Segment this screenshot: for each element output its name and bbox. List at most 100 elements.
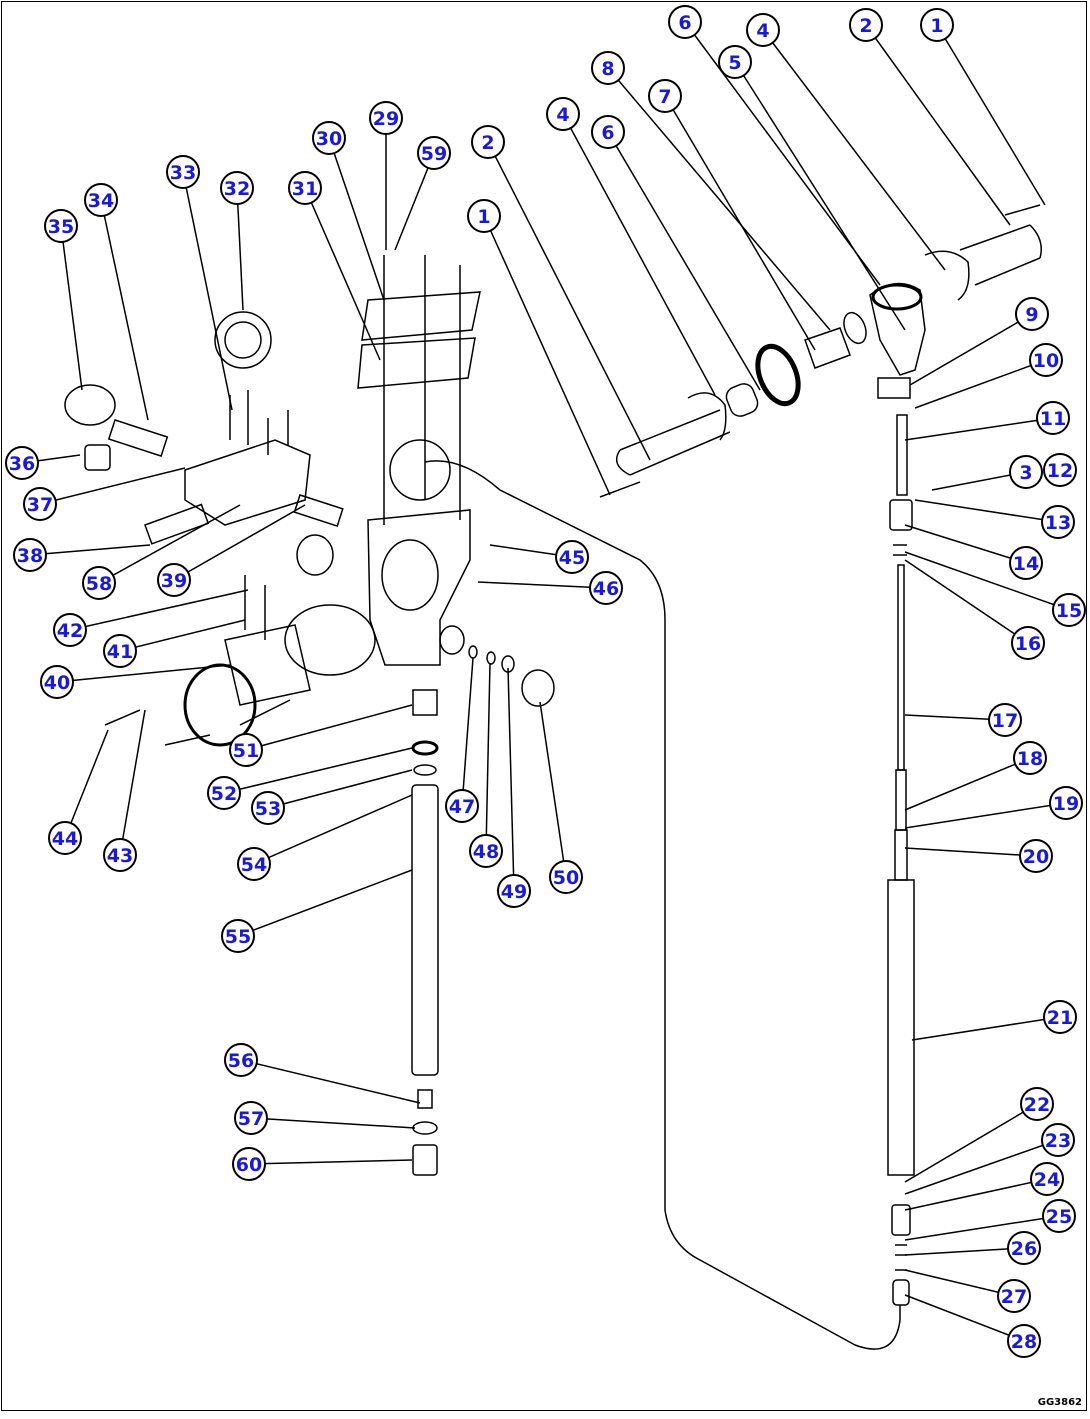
screws-43-44 — [104, 709, 211, 746]
leader-line-15 — [904, 551, 1070, 611]
callout-label-10: 10 — [1033, 350, 1059, 372]
callout-label-44: 44 — [52, 828, 78, 850]
callout-20: 20 — [1019, 839, 1053, 873]
callout-circle-21 — [1043, 1000, 1077, 1034]
leader-line-54 — [253, 794, 413, 865]
leader-line-9 — [909, 313, 1033, 386]
callout-circle-22 — [1020, 1087, 1054, 1121]
callout-label-42: 42 — [57, 620, 83, 642]
callout-label-25: 25 — [1046, 1206, 1072, 1228]
leader-line-32 — [236, 187, 244, 311]
pump-body — [224, 624, 311, 706]
leader-line-53 — [267, 769, 413, 809]
callout-label-48: 48 — [473, 841, 499, 863]
leader-line-31 — [304, 187, 381, 361]
callout-label-24: 24 — [1034, 1169, 1060, 1191]
callout-circle-54 — [237, 847, 271, 881]
callout-label-23: 23 — [1045, 1130, 1071, 1152]
callout-circle-47 — [445, 789, 479, 823]
callout-label-4: 4 — [556, 104, 569, 126]
callout-21: 21 — [1043, 1000, 1077, 1034]
callout-circle-24 — [1030, 1162, 1064, 1196]
leader-line-55 — [237, 869, 413, 937]
callout-circle-6 — [591, 115, 625, 149]
end-cap-28 — [892, 1279, 910, 1306]
callout-label-2: 2 — [481, 132, 494, 154]
callout-circle-38 — [13, 538, 47, 572]
callout-38: 38 — [13, 538, 47, 572]
bolt-left — [599, 481, 641, 498]
callout-label-8: 8 — [601, 58, 614, 80]
seal-52 — [411, 740, 439, 756]
callout-label-6: 6 — [678, 12, 691, 34]
callout-circle-1 — [467, 199, 501, 233]
callout-19: 19 — [1049, 786, 1083, 820]
callout-circle-7 — [648, 79, 682, 113]
leader-line-49 — [507, 667, 515, 892]
callout-circle-43 — [103, 838, 137, 872]
leader-line-51 — [245, 704, 413, 751]
callout-circle-12 — [1043, 453, 1077, 487]
callout-circle-4 — [546, 97, 580, 131]
callout-circle-4 — [746, 13, 780, 47]
callout-circle-41 — [103, 634, 137, 668]
callout-label-55: 55 — [225, 926, 251, 948]
cylinder-tube-left — [615, 409, 731, 476]
housing-port — [389, 439, 451, 501]
clevis — [877, 377, 911, 399]
callout-31: 31 — [288, 171, 322, 205]
callout-44: 44 — [48, 821, 82, 855]
leader-line-58 — [98, 504, 241, 584]
leader-line-5 — [734, 61, 906, 331]
callout-label-21: 21 — [1047, 1007, 1073, 1029]
callout-41: 41 — [103, 634, 137, 668]
callout-32: 32 — [220, 171, 254, 205]
callout-label-34: 34 — [88, 190, 114, 212]
callout-1: 1 — [920, 8, 954, 42]
callout-12: 12 — [1043, 453, 1077, 487]
leader-line-1 — [483, 215, 611, 496]
leader-line-21 — [911, 1016, 1061, 1041]
callout-48: 48 — [469, 834, 503, 868]
callout-label-28: 28 — [1011, 1331, 1037, 1353]
callout-47: 47 — [445, 789, 479, 823]
callout-25: 25 — [1042, 1199, 1076, 1233]
callout-45: 45 — [555, 540, 589, 574]
callout-circle-11 — [1036, 401, 1070, 435]
callout-39: 39 — [157, 563, 191, 597]
callout-29: 29 — [369, 101, 403, 135]
spacer — [804, 327, 851, 369]
clamp-ring-left — [687, 392, 727, 441]
callout-circle-20 — [1019, 839, 1053, 873]
leader-line-43 — [119, 709, 146, 856]
callout-circle-52 — [207, 776, 241, 810]
callout-49: 49 — [497, 874, 531, 908]
pump-bolts — [244, 575, 266, 640]
relief-valve-38 — [144, 503, 210, 545]
callout-label-29: 29 — [373, 108, 399, 130]
leader-line-30 — [328, 137, 385, 301]
leader-line-60 — [248, 1159, 413, 1165]
callout-circle-37 — [23, 487, 57, 521]
callout-circle-15 — [1052, 593, 1086, 627]
callout-circle-56 — [224, 1043, 258, 1077]
callout-34: 34 — [84, 183, 118, 217]
callout-36: 36 — [5, 446, 39, 480]
bearing-ring — [755, 343, 801, 407]
callout-circle-5 — [718, 45, 752, 79]
callout-27: 27 — [997, 1279, 1031, 1313]
callout-4: 4 — [546, 97, 580, 131]
cylinder-tube-right — [959, 224, 1042, 286]
callout-circle-39 — [157, 563, 191, 597]
leader-line-47 — [461, 657, 474, 807]
callout-circle-44 — [48, 821, 82, 855]
callout-circle-33 — [166, 155, 200, 189]
bushing-mid — [843, 311, 867, 345]
cap-60 — [412, 1144, 438, 1176]
callout-label-39: 39 — [161, 570, 187, 592]
callout-7: 7 — [648, 79, 682, 113]
callout-circle-55 — [221, 919, 255, 953]
